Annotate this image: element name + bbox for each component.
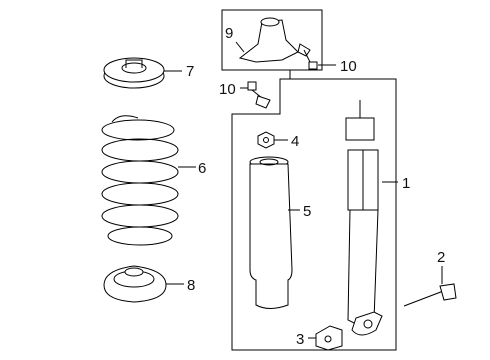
spring-lower-seat-part bbox=[103, 265, 167, 303]
callout-8: 8 bbox=[187, 277, 195, 294]
spring-upper-seat-part bbox=[103, 57, 165, 89]
callout-3: 3 bbox=[296, 331, 304, 348]
dust-boot-part bbox=[249, 156, 293, 309]
callout-9: 9 bbox=[225, 25, 233, 42]
shock-bolt-part bbox=[403, 283, 457, 307]
mount-bolt-part-lower bbox=[247, 81, 271, 109]
assembly-outline-1 bbox=[231, 78, 397, 351]
coil-spring-part bbox=[101, 115, 179, 246]
upper-mount-box bbox=[221, 9, 323, 71]
callout-5: 5 bbox=[303, 203, 311, 220]
callout-10-lower: 10 bbox=[219, 81, 236, 98]
callout-4: 4 bbox=[291, 133, 299, 150]
callout-2: 2 bbox=[437, 249, 445, 266]
shock-absorber-part bbox=[345, 100, 383, 336]
callout-7: 7 bbox=[186, 63, 194, 80]
leader-9 bbox=[235, 41, 245, 53]
bracket-part bbox=[315, 325, 343, 351]
mount-bolt-part-upper bbox=[297, 43, 318, 70]
callout-6: 6 bbox=[198, 160, 206, 177]
nut-part bbox=[257, 131, 275, 149]
upper-mount-part bbox=[238, 17, 299, 63]
callout-1: 1 bbox=[402, 175, 410, 192]
callout-10-upper: 10 bbox=[340, 58, 357, 75]
